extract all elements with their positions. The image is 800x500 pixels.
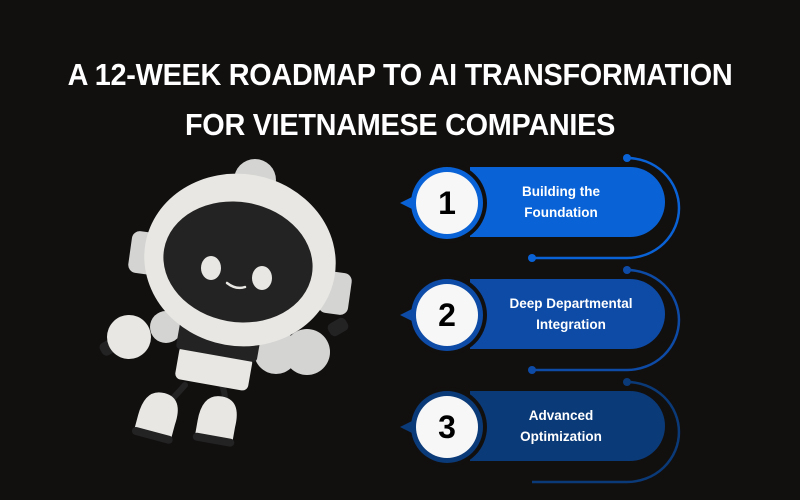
step-label[interactable]: Deep Departmental Integration (509, 296, 633, 332)
step-label[interactable]: Building the Foundation (522, 184, 600, 220)
title-line-2: FOR VIETNAMESE COMPANIES (184, 107, 616, 142)
page-title: A 12-WEEK ROADMAP TO AI TRANSFORMATION F… (28, 50, 772, 150)
title-line-1: A 12-WEEK ROADMAP TO AI TRANSFORMATION (67, 57, 733, 92)
step-label[interactable]: Advanced Optimization (520, 408, 602, 444)
